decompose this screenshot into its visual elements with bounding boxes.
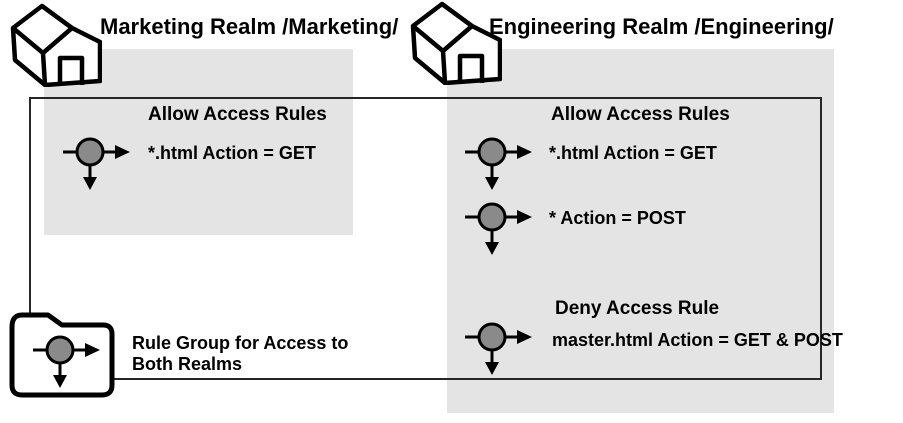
section-heading-allow: Allow Access Rules	[148, 104, 327, 125]
rule-group-boundary	[29, 97, 822, 380]
rule-text: * Action = POST	[549, 208, 686, 228]
rule-group-label-line1: Rule Group for Access to	[132, 333, 349, 353]
rule-text: master.html Action = GET & POST	[552, 330, 843, 350]
house-icon	[5, 3, 102, 87]
house-icon	[405, 1, 502, 85]
rule-icon	[465, 201, 533, 256]
engineering-realm-box	[447, 49, 834, 413]
section-heading-deny: Deny Access Rule	[555, 298, 720, 319]
realm-title-engineering: Engineering Realm /Engineering/	[489, 14, 834, 39]
rule-group-label-line2: Both Realms	[132, 354, 243, 374]
section-heading-allow: Allow Access Rules	[551, 104, 730, 125]
rule-icon	[465, 136, 533, 191]
rule-icon	[465, 321, 533, 376]
rule-text: *.html Action = GET	[549, 143, 717, 163]
realm-title-marketing: Marketing Realm /Marketing/	[100, 14, 399, 39]
rule-text: *.html Action = GET	[148, 143, 316, 163]
rule-icon	[33, 334, 101, 389]
rule-icon	[63, 136, 131, 191]
rule-group-label: Rule Group for Access to Both Realms	[132, 333, 348, 375]
